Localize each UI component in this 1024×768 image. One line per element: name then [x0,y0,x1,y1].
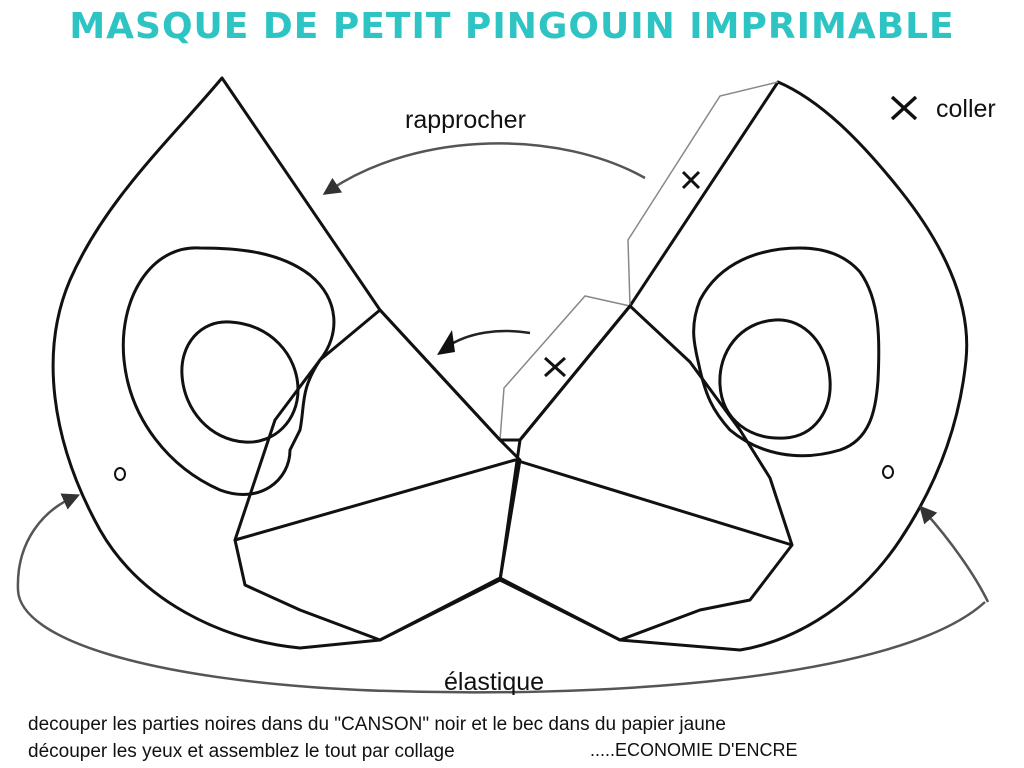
coller-label: coller [936,95,996,123]
instruction-line-2: découper les yeux et assemblez le tout p… [28,741,455,762]
elastique-label: élastique [444,668,545,696]
right-eye-inner [718,318,832,440]
page-title: MASQUE DE PETIT PINGOUIN IMPRIMABLE [69,6,955,47]
left-eye-inner [180,320,300,444]
rapprocher-arrow-icon [322,142,646,195]
mask-right-half [498,80,969,652]
x-glue-legend-icon [890,95,918,121]
ink-economy-note: .....ECONOMIE D'ENCRE [590,740,798,760]
right-eye-outer [692,246,881,458]
fold-tab-upper [627,81,779,307]
elastique-right-arrow-icon [919,505,990,603]
left-elastic-hole [114,467,126,481]
beak-upper [233,304,794,547]
beak-lower [233,539,794,642]
rapprocher-label: rapprocher [405,106,526,134]
instruction-line-1: decouper les parties noires dans du "CAN… [28,714,726,735]
tab-fold-arrowhead-icon [437,330,455,355]
x-glue-mark-icon [543,356,567,378]
elastique-arrow-icon [16,493,986,694]
tab-fold-arrow-icon [444,329,531,350]
fold-tab-lower [499,295,631,441]
x-glue-mark-icon [681,170,701,190]
left-eye-outer [121,246,336,496]
right-elastic-hole [882,465,894,479]
mask-left-half [51,76,522,650]
